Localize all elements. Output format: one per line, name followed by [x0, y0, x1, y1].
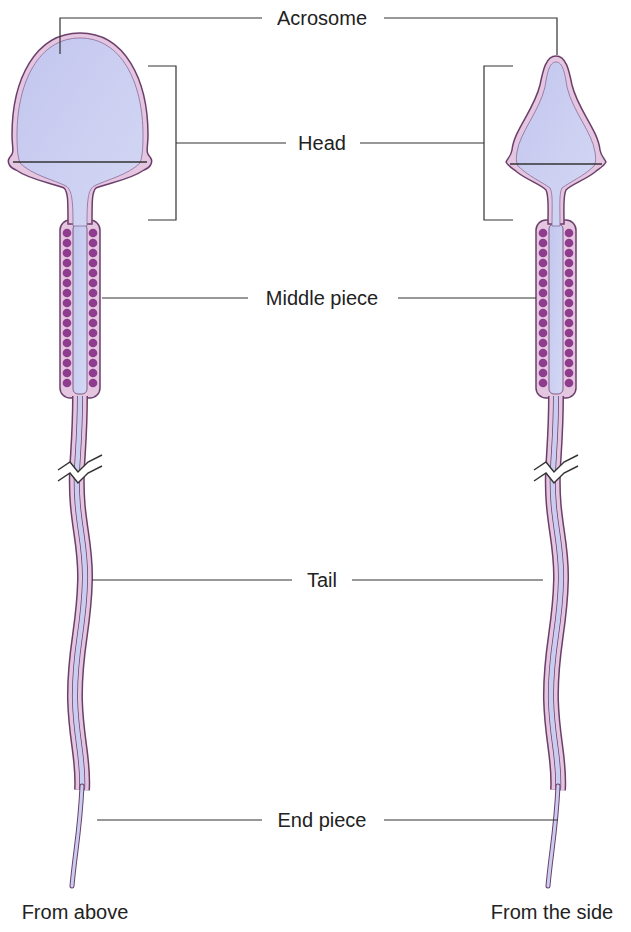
leader-line — [398, 297, 536, 298]
part-label: Middle piece — [262, 286, 382, 310]
leader-line — [97, 819, 262, 820]
leader-line — [352, 579, 543, 580]
part-label: Tail — [303, 568, 341, 592]
bracket — [484, 66, 513, 220]
view-caption: From the side — [487, 900, 617, 924]
leader-line — [176, 142, 286, 143]
acrosome-boundary — [13, 161, 147, 162]
sperm-nucleus — [516, 62, 595, 226]
leader-line — [92, 579, 292, 580]
leader-lines — [60, 18, 558, 820]
sperm-body — [534, 220, 578, 886]
leader-line — [384, 819, 558, 820]
leader-line — [102, 297, 248, 298]
part-label: Acrosome — [273, 6, 371, 30]
leader-line — [384, 18, 557, 55]
sperm-nucleus — [17, 38, 143, 226]
view-caption: From above — [18, 900, 133, 924]
leader-line — [360, 142, 484, 143]
acrosome-boundary — [510, 163, 602, 164]
bracket — [148, 66, 176, 220]
part-label: Head — [294, 131, 350, 155]
sperm-body — [58, 220, 102, 886]
leader-line — [60, 18, 262, 54]
part-label: End piece — [274, 808, 371, 832]
